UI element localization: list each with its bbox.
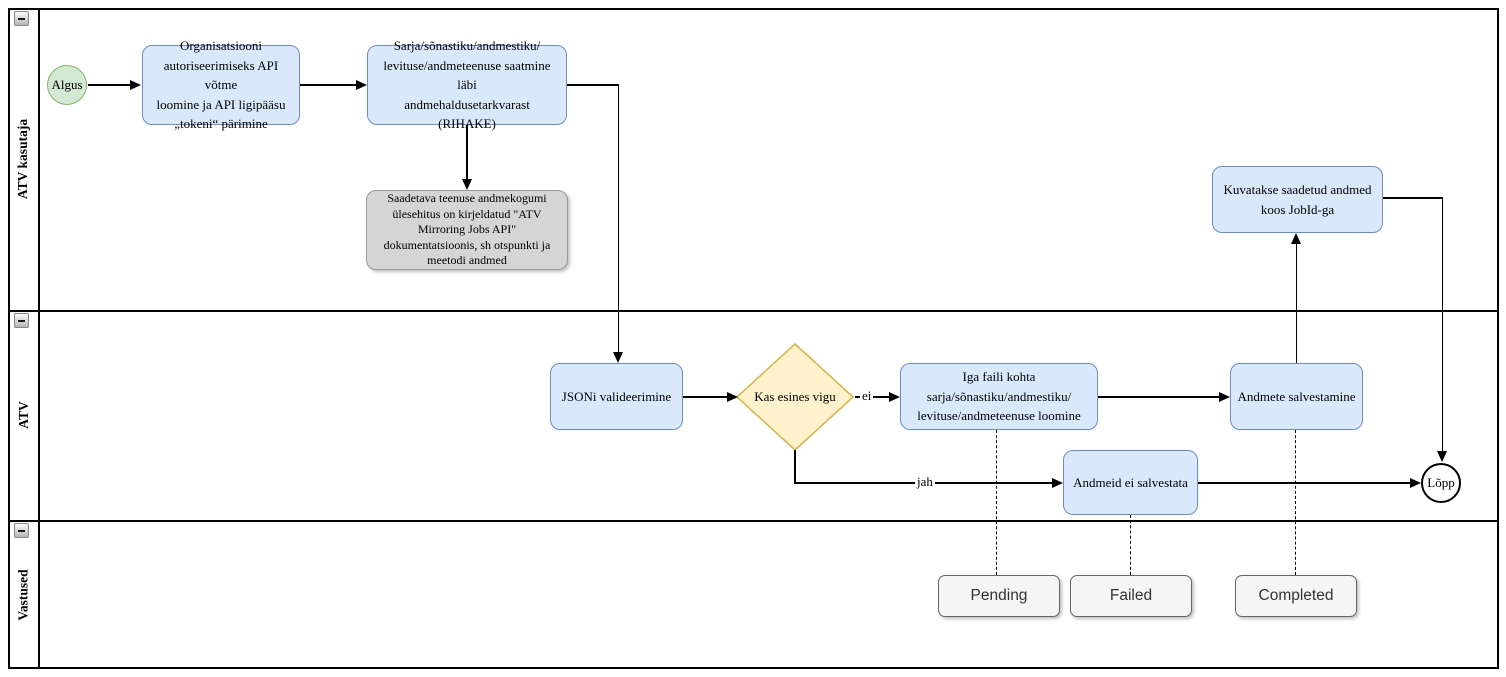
edge-nosave-end: [1198, 482, 1410, 484]
task-api-key-token[interactable]: Organisatsiooni autoriseerimiseks API võ…: [142, 38, 300, 131]
lane-atv-kasutaja: ATV kasutaja: [9, 8, 38, 310]
pool-border: [8, 8, 1499, 669]
lane-label-atv: ATV: [15, 401, 31, 429]
status-completed[interactable]: Completed: [1235, 575, 1357, 617]
lane-label-vastused: Vastused: [15, 568, 31, 621]
minus-icon: [18, 530, 25, 532]
edge-auth-send: [300, 84, 356, 86]
lane-atv: ATV: [9, 310, 38, 520]
arrowhead-icon: [889, 392, 900, 402]
status-failed[interactable]: Failed: [1070, 575, 1192, 617]
edge-create-save: [1098, 396, 1219, 398]
edge-send-validate-h: [567, 84, 619, 86]
edge-label-ei: ei: [860, 388, 874, 404]
arrowhead-icon: [356, 80, 367, 90]
collapse-lane-icon[interactable]: [14, 313, 29, 328]
annotation-api-docs[interactable]: Saadetava teenuse andmekogumi ülesehitus…: [366, 190, 568, 270]
arrowhead-icon: [462, 179, 472, 190]
minus-icon: [18, 18, 25, 20]
arrowhead-icon: [1052, 478, 1063, 488]
arrowhead-icon: [727, 392, 738, 402]
arrowhead-icon: [130, 80, 141, 90]
edge-send-validate-v: [617, 84, 619, 352]
task-save-data[interactable]: Andmete salvestamine: [1230, 363, 1363, 430]
task-json-validation[interactable]: JSONi valideerimine: [550, 363, 683, 430]
edge-display-end-h: [1383, 197, 1443, 199]
task-send-rihake[interactable]: Sarja/sõnastiku/andmestiku/ levituse/and…: [367, 38, 567, 131]
edge-start-auth: [88, 84, 130, 86]
dashed-link-save-completed: [1295, 430, 1296, 575]
collapse-lane-icon[interactable]: [14, 523, 29, 538]
minus-icon: [18, 320, 25, 322]
edge-validate-decision: [683, 396, 727, 398]
dashed-link-nosave-failed: [1130, 515, 1131, 575]
lane-divider-1: [8, 310, 1499, 312]
decision-kas-esines-vigu[interactable]: Kas esines vigu: [735, 342, 855, 452]
task-create-per-file[interactable]: Iga faili kohta sarja/sõnastiku/andmesti…: [900, 363, 1098, 430]
decision-label: Kas esines vigu: [754, 389, 836, 404]
task-no-save[interactable]: Andmeid ei salvestata: [1063, 450, 1198, 515]
arrowhead-icon: [613, 352, 623, 363]
task-display-jobid[interactable]: Kuvatakse saadetud andmed koos JobId-ga: [1212, 166, 1383, 233]
status-pending[interactable]: Pending: [938, 575, 1060, 617]
edge-save-display: [1295, 243, 1297, 363]
arrowhead-icon: [1291, 233, 1301, 244]
lane-vastused: Vastused: [9, 520, 38, 669]
dashed-link-create-pending: [996, 430, 997, 575]
lane-divider-2: [8, 520, 1499, 522]
edge-send-note: [466, 125, 468, 179]
collapse-lane-icon[interactable]: [14, 11, 29, 26]
start-event-algus[interactable]: Algus: [47, 65, 87, 105]
lane-label-atv-kasutaja: ATV kasutaja: [15, 118, 31, 200]
arrowhead-icon: [1219, 392, 1230, 402]
lane-label-divider: [38, 8, 40, 669]
diamond-shape-icon: [736, 343, 854, 451]
edge-decision-nosave-v: [794, 450, 796, 483]
arrowhead-icon: [1410, 478, 1421, 488]
edge-label-jah: jah: [915, 474, 935, 490]
arrowhead-icon: [1437, 451, 1447, 462]
end-event-lopp[interactable]: Lõpp: [1421, 463, 1461, 503]
edge-display-end-v: [1441, 197, 1443, 451]
